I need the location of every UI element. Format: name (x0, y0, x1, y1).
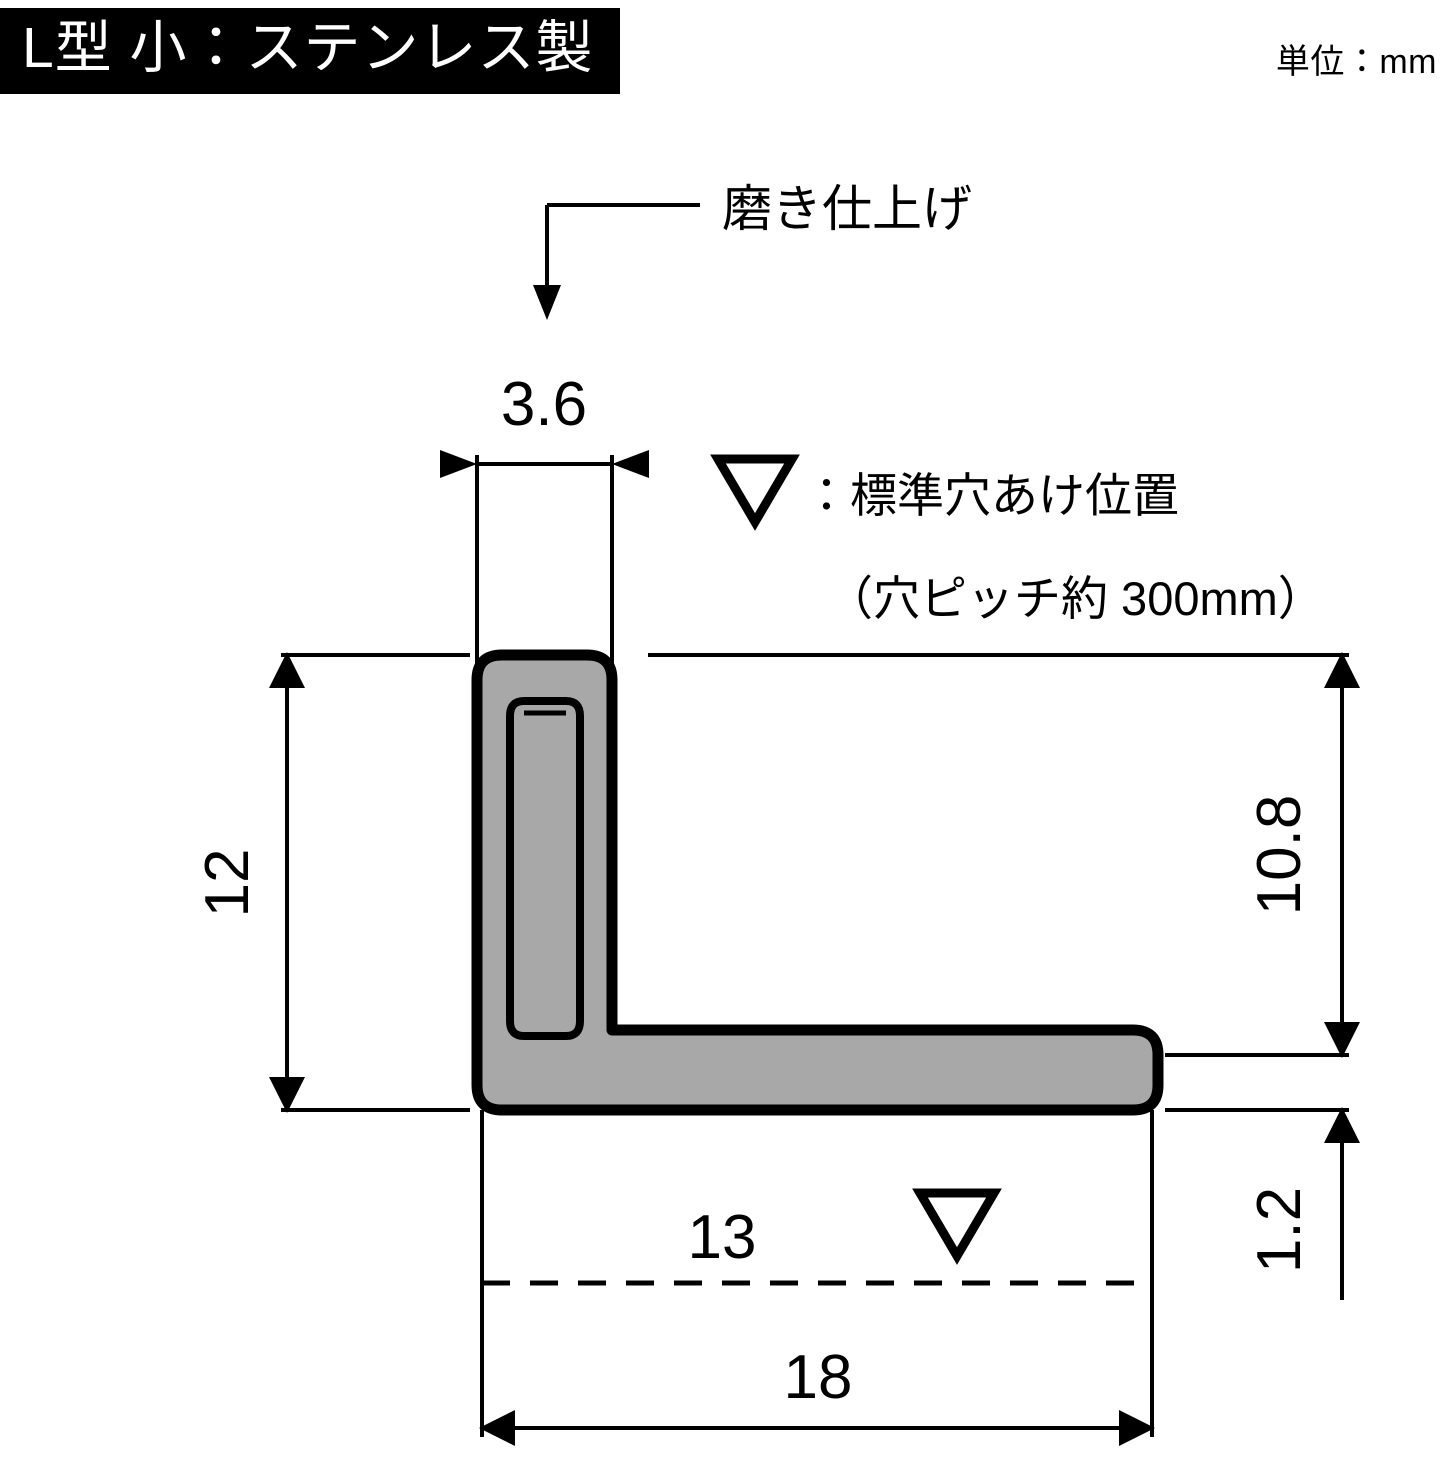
dimension-label-1-2: 1.2 (1245, 1187, 1314, 1273)
dimension-label-10-8: 10.8 (1245, 795, 1314, 916)
dimension-1-2 (1165, 1107, 1360, 1300)
finish-leader (533, 203, 700, 320)
finish-note-label: 磨き仕上げ (722, 181, 972, 237)
hole-position-legend (710, 454, 800, 531)
triangle-marker-icon (710, 454, 800, 531)
dimension-12 (269, 652, 470, 1113)
dimension-10-8 (648, 652, 1360, 1058)
unit-note: 単位：mm (1275, 43, 1437, 81)
dimension-18 (479, 1110, 1155, 1446)
legend-pitch-label: （穴ピッチ約 300mm） (826, 572, 1325, 625)
dimension-3-6 (440, 450, 649, 665)
l-profile-shape (471, 649, 1164, 1116)
dimension-label-18: 18 (784, 1343, 853, 1412)
dimension-label-12: 12 (193, 849, 262, 918)
triangle-marker-icon-base (912, 1188, 1002, 1265)
dimension-label-13: 13 (688, 1203, 757, 1272)
legend-symbol-label: ：標準穴あけ位置 (803, 469, 1179, 522)
dimension-label-3-6: 3.6 (501, 370, 587, 439)
page-title: L型 小：ステンレス製 (0, 8, 620, 94)
